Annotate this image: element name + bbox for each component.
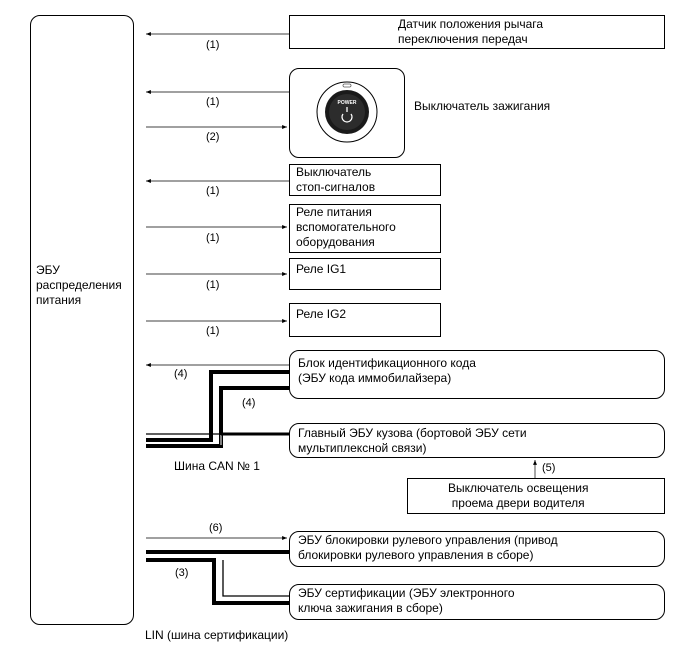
- lin-bus-lines: [146, 550, 289, 605]
- stop-lamp-switch-label: Выключатель стоп-сигналов: [296, 165, 376, 194]
- door-light-switch-label: Выключатель освещения проема двери водит…: [448, 481, 589, 510]
- power-distribution-ecu-box: [30, 15, 134, 625]
- signal-label-1b: (1): [206, 96, 220, 108]
- door-light-switch-box: [407, 478, 665, 514]
- can-bus-lines: [146, 370, 289, 448]
- gear-position-sensor-box: [289, 15, 665, 49]
- acc-relay-label: Реле питания вспомогательного оборудован…: [296, 205, 396, 249]
- certification-ecu-label: ЭБУ сертификации (ЭБУ электронного ключа…: [298, 586, 515, 615]
- signal-label-5: (5): [542, 462, 556, 474]
- signal-label-2: (2): [206, 131, 220, 143]
- gear-position-sensor-label: Датчик положения рычага переключения пер…: [398, 17, 544, 46]
- power-distribution-ecu-label: ЭБУ распределения питания: [36, 263, 122, 307]
- ignition-switch-label: Выключатель зажигания: [414, 99, 551, 113]
- can-bus-label: Шина CAN № 1: [174, 459, 260, 473]
- signal-label-1f: (1): [206, 325, 220, 337]
- ig2-relay-label: Реле IG2: [296, 307, 347, 321]
- acc-relay-box: [289, 204, 441, 253]
- signal-label-1c: (1): [206, 185, 220, 197]
- steering-lock-ecu-box: [289, 531, 665, 567]
- main-body-ecu-label: Главный ЭБУ кузова (бортовой ЭБУ сети му…: [298, 426, 527, 455]
- immobilizer-ecu-label: Блок идентификационного кода (ЭБУ кода и…: [298, 356, 476, 385]
- immobilizer-ecu-box: [289, 350, 665, 399]
- signal-label-4b: (4): [242, 397, 256, 409]
- signal-label-1a: (1): [206, 39, 220, 51]
- steering-lock-ecu-label: ЭБУ блокировки рулевого управления (прив…: [298, 533, 558, 562]
- signal-label-1e: (1): [206, 279, 220, 291]
- main-body-ecu-box: [289, 423, 665, 458]
- lin-bus-label: LIN (шина сертификации): [145, 628, 289, 642]
- certification-ecu-box: [289, 584, 665, 620]
- power-button-icon: POWER: [316, 81, 378, 143]
- ig2-relay-box: [289, 303, 441, 337]
- signal-label-4a: (4): [174, 368, 188, 380]
- ig1-relay-box: [289, 258, 441, 290]
- power-button-text: POWER: [338, 100, 357, 106]
- signal-label-3: (3): [175, 567, 189, 579]
- signal-label-1d: (1): [206, 232, 220, 244]
- stop-lamp-switch-box: [289, 164, 441, 196]
- ig1-relay-label: Реле IG1: [296, 262, 347, 276]
- signal-label-6: (6): [209, 522, 223, 534]
